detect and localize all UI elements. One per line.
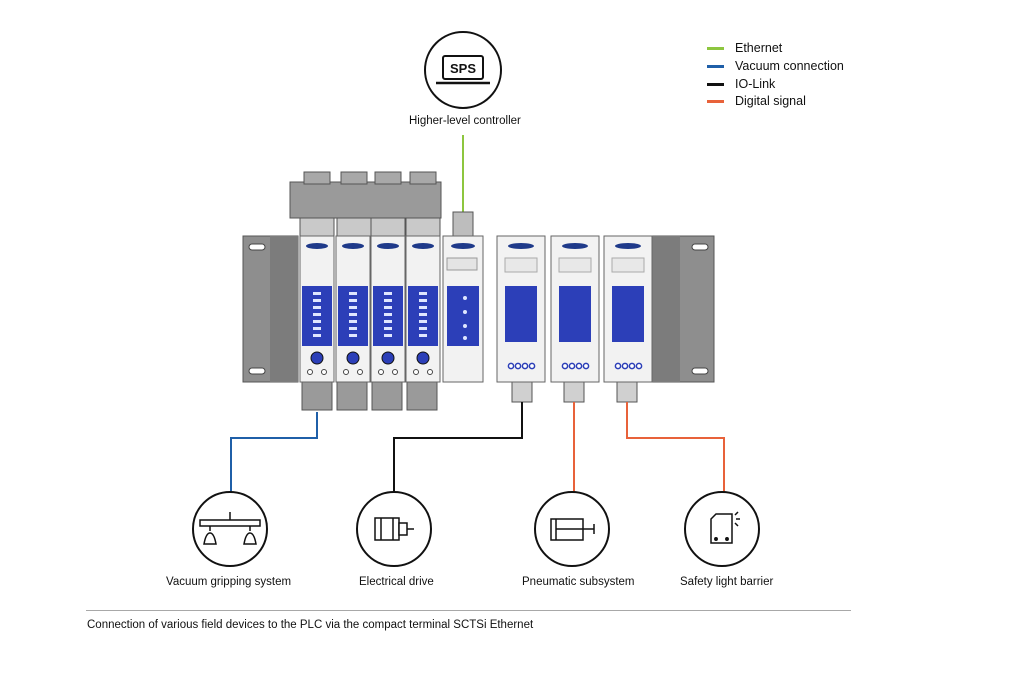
- terminal-modules: [299, 235, 653, 383]
- iolink-line: [393, 402, 523, 492]
- pneumatic-connector-block: [289, 171, 474, 237]
- vacuum-valve-module: [335, 235, 371, 383]
- legend-item-vacuum-connection: Vacuum connection: [707, 58, 844, 74]
- digital-io-module: [603, 235, 653, 383]
- legend-swatch: [707, 64, 724, 68]
- legend-swatch: [707, 99, 724, 103]
- laptop-icon: [436, 55, 490, 85]
- device-label-electrical-drive: Electrical drive: [359, 576, 434, 588]
- legend-swatch: [707, 46, 724, 50]
- compact-terminal: [242, 171, 715, 411]
- legend-item-ethernet: Ethernet: [707, 40, 782, 56]
- vacuum-valve-module: [299, 235, 335, 383]
- light-barrier-icon: [710, 511, 740, 544]
- right-mounting-plate: [649, 235, 715, 383]
- device-pneumatic-subsystem: [534, 491, 610, 567]
- legend-item-io-link: IO-Link: [707, 76, 775, 92]
- device-label-vacuum-gripping-system: Vacuum gripping system: [166, 576, 292, 588]
- vacuum-valve-module: [370, 235, 406, 383]
- controller-node: [424, 31, 502, 109]
- device-label-pneumatic-subsystem: Pneumatic subsystem: [522, 576, 635, 588]
- legend-label: Ethernet: [735, 41, 783, 55]
- digital-io-module: [550, 235, 600, 383]
- controller-badge: SPS: [450, 61, 476, 76]
- digital-signal-line-2: [626, 402, 725, 492]
- figure-caption: Connection of various field devices to t…: [87, 619, 534, 631]
- legend-label: Digital signal: [735, 94, 806, 108]
- io-link-module: [496, 235, 546, 383]
- legend-label: Vacuum connection: [735, 59, 844, 73]
- pneumatic-cylinder-icon: [550, 518, 595, 541]
- vacuum-connection-line: [230, 412, 318, 492]
- ethernet-bus-module: [442, 235, 484, 383]
- caption-divider: [86, 610, 851, 611]
- device-electrical-drive: [356, 491, 432, 567]
- device-vacuum-gripping-system: [192, 491, 268, 567]
- device-label-safety-light-barrier: Safety light barrier: [680, 576, 774, 588]
- bottom-connectors: [301, 381, 638, 411]
- electric-motor-icon: [374, 517, 414, 541]
- controller-label: Higher-level controller: [409, 115, 521, 127]
- legend-item-digital-signal: Digital signal: [707, 93, 806, 109]
- legend-label: IO-Link: [735, 77, 776, 91]
- vacuum-valve-module: [405, 235, 441, 383]
- device-safety-light-barrier: [684, 491, 760, 567]
- vacuum-gripper-icon: [199, 512, 261, 545]
- legend-swatch: [707, 82, 724, 86]
- left-mounting-plate: [242, 235, 299, 383]
